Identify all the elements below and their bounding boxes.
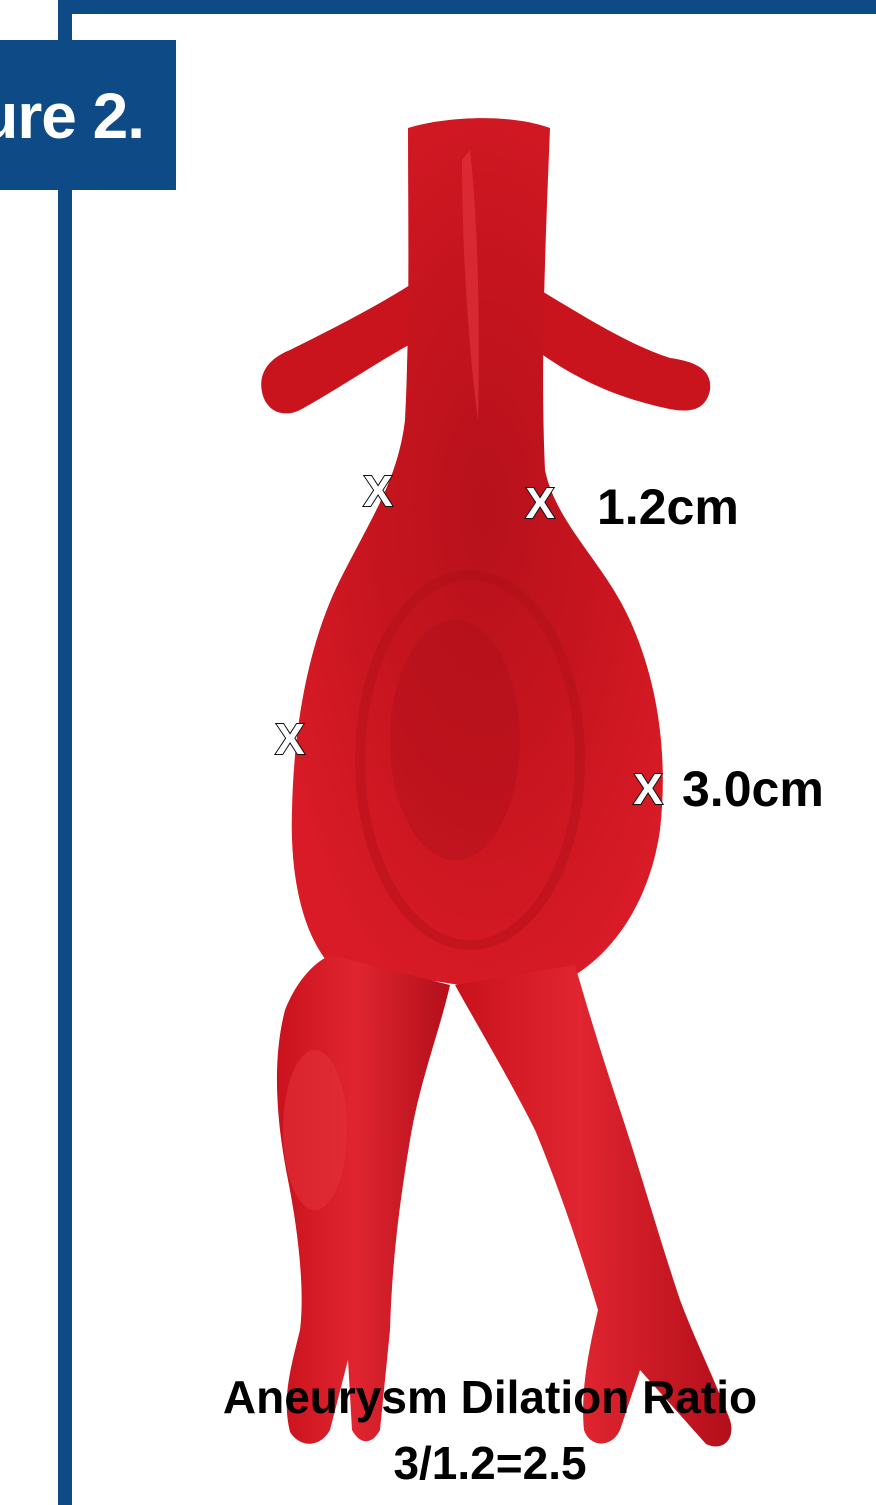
neck-diameter-label: 1.2cm — [597, 482, 739, 532]
marker-sac-left: X — [270, 718, 310, 762]
left-iliac-bulge — [283, 1050, 347, 1210]
marker-neck-right: X — [520, 482, 560, 526]
marker-neck-left: X — [358, 470, 398, 514]
aortic-aneurysm-body — [292, 118, 663, 985]
left-renal-artery — [261, 285, 418, 413]
marker-sac-right: X — [628, 768, 668, 812]
right-renal-artery — [536, 290, 710, 411]
caption-title: Aneurysm Dilation Ratio — [140, 1374, 840, 1420]
caption-formula: 3/1.2=2.5 — [140, 1440, 840, 1486]
aneurysm-diameter-label: 3.0cm — [682, 764, 824, 814]
sac-swirl-inner — [390, 620, 520, 860]
